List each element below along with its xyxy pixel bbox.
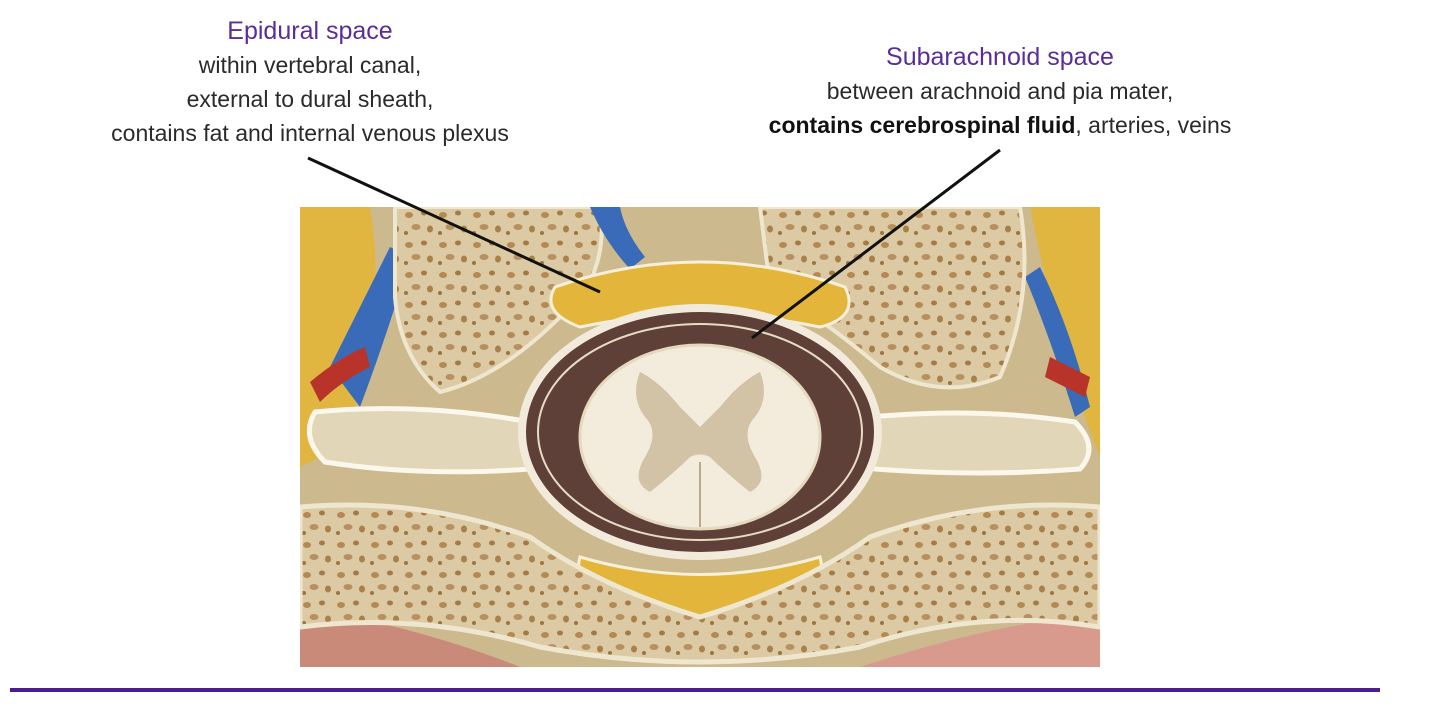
posterior-vein — [590, 207, 645, 269]
grey-matter — [636, 372, 764, 492]
epidural-line-1: within vertebral canal, — [198, 52, 422, 78]
subarachnoid-title: Subarachnoid space — [886, 43, 1114, 71]
subarachnoid-line-2: contains cerebrospinal fluid, arteries, … — [700, 108, 1300, 142]
subarachnoid-label: Subarachnoid space between arachnoid and… — [700, 40, 1300, 142]
spinal-cross-section-illustration — [300, 207, 1100, 667]
vertebral-body — [300, 502, 1100, 665]
subarachnoid-line-1: between arachnoid and pia mater, — [826, 78, 1174, 104]
subarachnoid-csf-text: contains cerebrospinal fluid — [768, 112, 1076, 138]
bottom-divider — [10, 688, 1380, 692]
left-nerve-root — [306, 406, 543, 475]
epidural-title: Epidural space — [227, 17, 393, 45]
subarachnoid-line-2-rest: , arteries, veins — [1075, 112, 1232, 138]
epidural-line-3: contains fat and internal venous plexus — [111, 120, 509, 146]
epidural-label: Epidural space within vertebral canal, e… — [40, 14, 580, 150]
right-nerve-root — [858, 410, 1092, 476]
epidural-line-2: external to dural sheath, — [186, 86, 434, 112]
lower-muscle-right — [860, 612, 1100, 667]
right-artery — [1045, 357, 1090, 397]
left-artery — [310, 347, 370, 402]
arachnoid-inner — [537, 323, 863, 541]
